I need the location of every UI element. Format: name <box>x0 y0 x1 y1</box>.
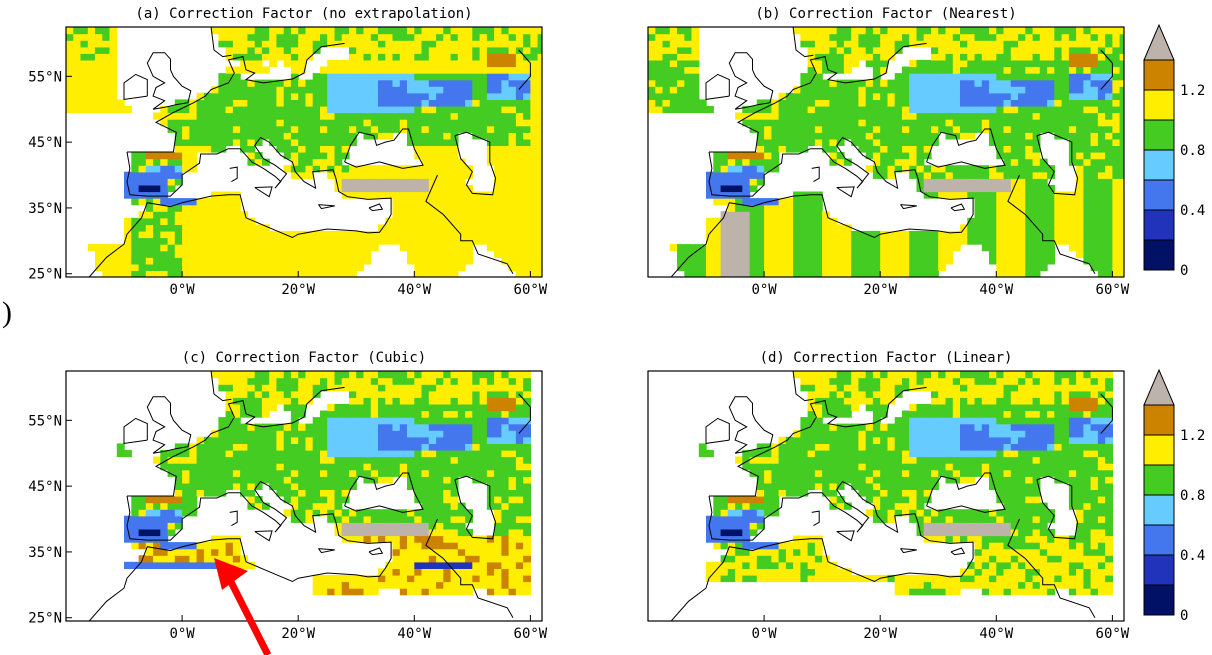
colorbar-level-box <box>1143 239 1175 271</box>
lon-tick-label: 60°W <box>514 626 548 642</box>
lon-tick-label: 0°W <box>169 626 195 642</box>
colorbar-level-box <box>1143 554 1175 586</box>
stray-parenthesis: ) <box>2 296 12 329</box>
colorbar-overflow-triangle <box>1143 368 1175 406</box>
lon-tick-label: 40°W <box>979 626 1013 642</box>
lon-tick-label: 0°W <box>169 282 195 298</box>
colorbar-level-box <box>1143 209 1175 241</box>
lat-tick-label: 35°N <box>28 545 62 561</box>
panel-c-lat-ticks: 55°N 45°N 35°N 25°N <box>28 413 72 627</box>
colorbar-label: 0.4 <box>1180 548 1205 564</box>
panel-c-frame <box>65 370 543 622</box>
colorbar-level-box <box>1143 89 1175 121</box>
panel-d-field <box>648 371 1124 621</box>
lat-tick-label: 35°N <box>28 201 62 217</box>
lon-tick-label: 60°W <box>1096 626 1130 642</box>
colorbar-label: 0.8 <box>1180 488 1205 504</box>
lat-tick-label: 25°N <box>28 611 62 627</box>
colorbar-bottom: 1.2 0.8 0.4 0 <box>1143 368 1205 624</box>
panel-a: (a) Correction Factor (no extrapolation)… <box>28 6 548 298</box>
colorbar-overflow-triangle <box>1143 23 1175 61</box>
colorbar-level-box <box>1143 584 1175 616</box>
colorbar-label: 1.2 <box>1180 83 1205 99</box>
panel-a-lat-ticks: 55°N 45°N 35°N 25°N <box>28 69 72 283</box>
lon-tick-label: 40°W <box>397 626 431 642</box>
colorbar-level-box <box>1143 59 1175 91</box>
lon-tick-label: 60°W <box>514 282 548 298</box>
arrow-shaft <box>224 574 272 655</box>
panel-b-lon-ticks: 0°W 20°W 40°W 60°W <box>751 271 1130 298</box>
colorbar-label: 0 <box>1180 608 1188 624</box>
colorbar-level-box <box>1143 524 1175 556</box>
lon-tick-label: 20°W <box>863 626 897 642</box>
panel-d-title: (d) Correction Factor (Linear) <box>760 350 1013 366</box>
lon-tick-label: 60°W <box>1096 282 1130 298</box>
panel-a-frame <box>65 26 543 278</box>
panel-d-frame <box>647 370 1125 622</box>
colorbar-level-box <box>1143 149 1175 181</box>
panel-a-lon-ticks: 0°W 20°W 40°W 60°W <box>169 271 548 298</box>
lon-tick-label: 20°W <box>863 282 897 298</box>
panel-d: (d) Correction Factor (Linear) 0°W 20°W 40… <box>647 350 1130 642</box>
lat-tick-label: 25°N <box>28 267 62 283</box>
panel-b-title: (b) Correction Factor (Nearest) <box>755 6 1016 22</box>
lon-tick-label: 20°W <box>281 282 315 298</box>
red-arrow-annotation <box>214 558 272 655</box>
lon-tick-label: 0°W <box>751 626 777 642</box>
lat-tick-label: 45°N <box>28 135 62 151</box>
panel-c-title: (c) Correction Factor (Cubic) <box>182 350 426 366</box>
panel-b-frame <box>647 26 1125 278</box>
panel-b: (b) Correction Factor (Nearest) 0°W 20°W 4… <box>647 6 1130 298</box>
colorbar-label: 0.4 <box>1180 203 1205 219</box>
lat-tick-label: 45°N <box>28 479 62 495</box>
colorbar-level-box <box>1143 434 1175 466</box>
panel-a-field <box>66 27 542 277</box>
panel-c: (c) Correction Factor (Cubic) 55°N 45°N 35… <box>28 350 548 642</box>
colorbar-level-box <box>1143 404 1175 436</box>
panel-c-field <box>66 371 542 621</box>
arrow-head <box>214 558 248 590</box>
lat-tick-label: 55°N <box>28 69 62 85</box>
colorbar-level-box <box>1143 179 1175 211</box>
colorbar-level-box <box>1143 464 1175 496</box>
colorbar-level-box <box>1143 494 1175 526</box>
colorbar-top: 1.2 0.8 0.4 0 <box>1143 23 1205 279</box>
colorbar-level-box <box>1143 119 1175 151</box>
lon-tick-label: 40°W <box>979 282 1013 298</box>
lat-tick-label: 55°N <box>28 413 62 429</box>
lon-tick-label: 20°W <box>281 626 315 642</box>
panel-a-title: (a) Correction Factor (no extrapolation) <box>135 6 472 22</box>
panel-d-lon-ticks: 0°W 20°W 40°W 60°W <box>751 615 1130 642</box>
panel-c-lon-ticks: 0°W 20°W 40°W 60°W <box>169 615 548 642</box>
colorbar-label: 0.8 <box>1180 143 1205 159</box>
colorbar-label: 1.2 <box>1180 428 1205 444</box>
lon-tick-label: 40°W <box>397 282 431 298</box>
lon-tick-label: 0°W <box>751 282 777 298</box>
panel-b-field <box>648 27 1124 277</box>
colorbar-label: 0 <box>1180 263 1188 279</box>
